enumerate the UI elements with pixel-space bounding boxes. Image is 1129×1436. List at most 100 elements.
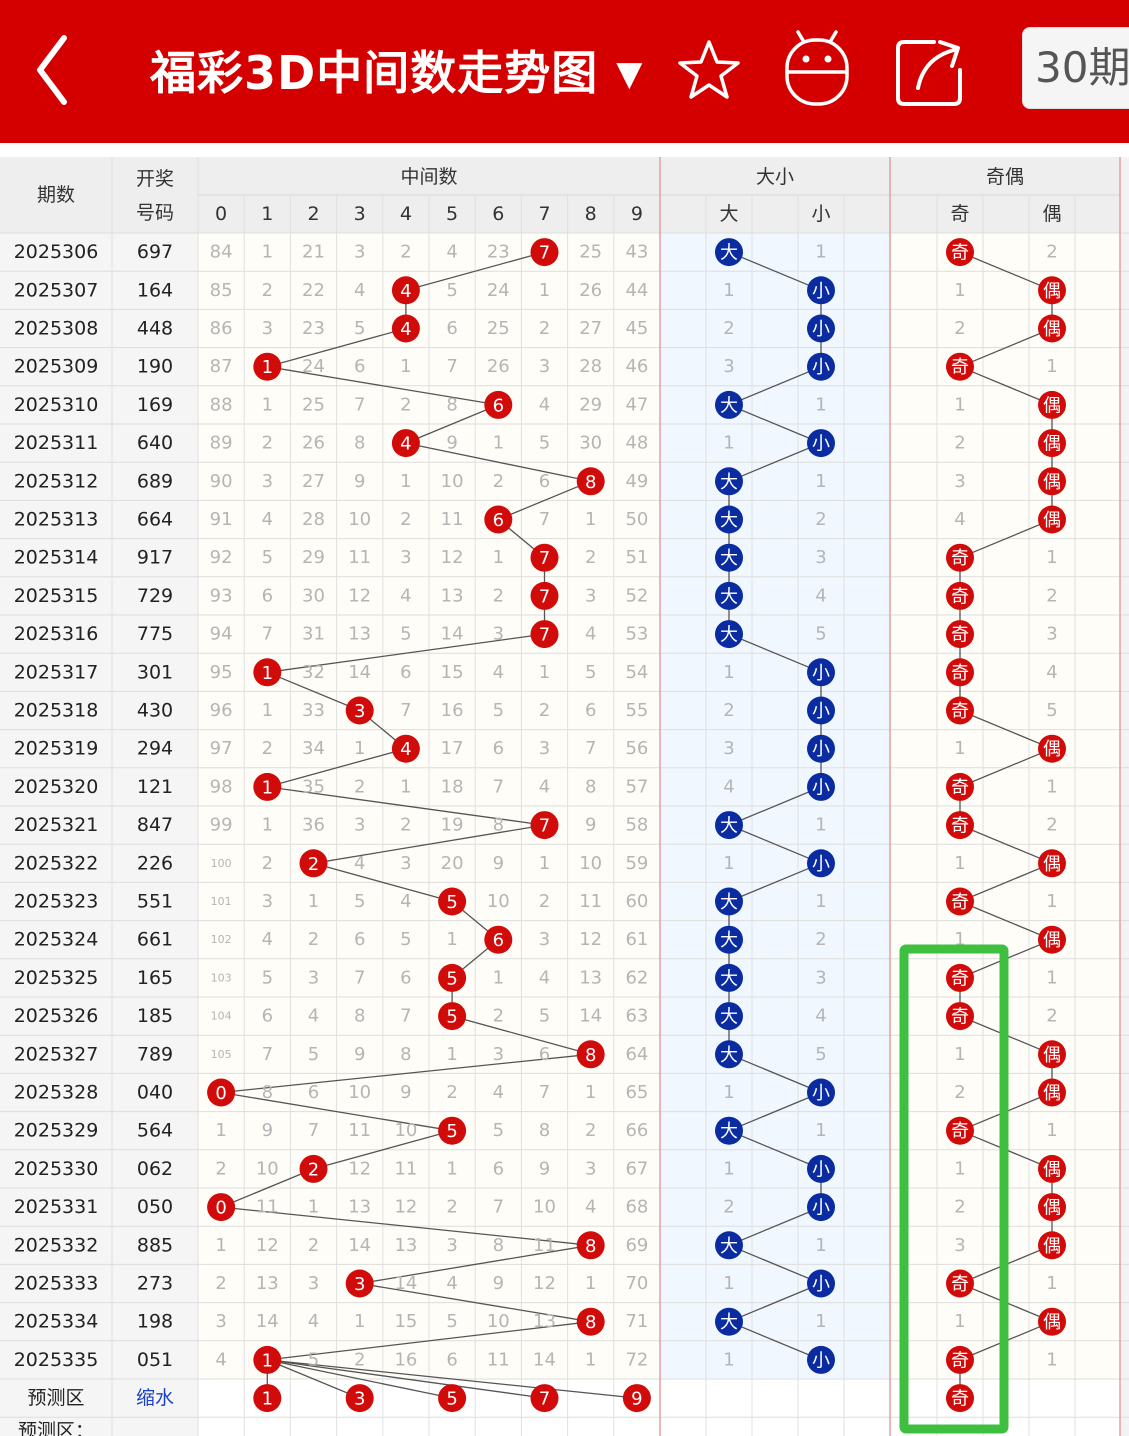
page-title[interactable]: 福彩3D中间数走势图 ▼: [150, 38, 643, 108]
row-period: 2025333: [14, 1273, 99, 1295]
parity-hit-ball: [1038, 1078, 1066, 1107]
row-number: 551: [137, 891, 173, 913]
middle-miss: 9: [400, 1082, 411, 1103]
size-hit-ball-label: 大: [720, 586, 738, 607]
middle-miss: 4: [446, 242, 457, 263]
row-number: 847: [137, 814, 173, 836]
back-arrow-icon[interactable]: [32, 30, 72, 110]
middle-miss: 12: [394, 1197, 417, 1218]
parity-hit-ball-label: 偶: [1043, 472, 1061, 493]
middle-miss: 11: [348, 547, 371, 568]
middle-miss: 1: [585, 1273, 596, 1294]
middle-miss: 1: [400, 356, 411, 377]
middle-miss: 27: [579, 318, 602, 339]
middle-hit-ball-label: 6: [493, 510, 504, 531]
middle-miss: 4: [215, 1349, 226, 1370]
middle-trend-line: [451, 1015, 591, 1055]
middle-miss: 84: [210, 242, 233, 263]
row-period: 2025331: [14, 1196, 99, 1218]
middle-miss: 2: [354, 776, 365, 797]
parity-hit-ball-label: 偶: [1043, 854, 1061, 875]
middle-trend-line: [405, 251, 545, 291]
header-digit-3: 3: [354, 203, 366, 225]
middle-miss: 51: [625, 547, 648, 568]
middle-miss: 1: [400, 776, 411, 797]
middle-miss: 10: [533, 1197, 556, 1218]
middle-miss: 1: [446, 1158, 457, 1179]
row-number: 689: [137, 470, 173, 492]
middle-miss: 1: [539, 280, 550, 301]
middle-miss: 10: [394, 1120, 417, 1141]
middle-trend-line: [267, 748, 407, 788]
size-miss: 1: [723, 1158, 734, 1179]
row-number: 051: [137, 1349, 173, 1371]
row-period: 2025314: [14, 547, 99, 569]
prediction-digit-ball: [253, 1384, 282, 1413]
dropdown-caret-icon[interactable]: ▼: [616, 54, 644, 94]
size-miss: 1: [723, 433, 734, 454]
middle-miss: 2: [215, 1273, 226, 1294]
size-hit-ball: [807, 696, 835, 725]
parity-miss: 2: [954, 433, 965, 454]
middle-miss: 63: [625, 1006, 648, 1027]
period-selector-button[interactable]: 30期: [1022, 27, 1129, 109]
row-number: 050: [137, 1196, 173, 1218]
header-digit-2: 2: [307, 203, 319, 225]
header-digit-1: 1: [261, 203, 273, 225]
middle-miss: 1: [262, 815, 273, 836]
middle-trend-line: [267, 1321, 591, 1361]
size-hit-ball-label: 小: [812, 1350, 830, 1371]
parity-hit-ball: [946, 1002, 974, 1031]
size-miss: 1: [723, 1349, 734, 1370]
middle-miss: 5: [446, 280, 457, 301]
middle-miss: 71: [625, 1311, 648, 1332]
middle-miss: 5: [493, 700, 504, 721]
middle-miss: 5: [539, 433, 550, 454]
size-trend-line: [728, 404, 822, 444]
parity-hit-ball: [946, 696, 974, 725]
middle-miss: 25: [302, 394, 325, 415]
middle-hit-ball: [438, 887, 467, 916]
page-title-text: 福彩3D中间数走势图: [150, 46, 599, 100]
parity-hit-ball: [946, 543, 974, 572]
middle-miss: 3: [539, 929, 550, 950]
middle-miss: 20: [441, 853, 464, 874]
middle-miss: 12: [579, 929, 602, 950]
android-icon[interactable]: [782, 26, 852, 110]
parity-hit-ball: [946, 620, 974, 649]
header-digit-5: 5: [446, 203, 458, 225]
middle-trend-line: [220, 1168, 314, 1208]
middle-miss: 88: [210, 394, 233, 415]
middle-miss: 43: [625, 242, 648, 263]
size-trend-line: [728, 366, 822, 406]
middle-miss: 27: [302, 471, 325, 492]
middle-miss: 1: [354, 738, 365, 759]
header-period: 期数: [37, 184, 75, 206]
middle-miss: 28: [579, 356, 602, 377]
middle-miss: 1: [215, 1235, 226, 1256]
row-period: 2025327: [14, 1043, 99, 1065]
parity-hit-ball: [1038, 734, 1066, 763]
prediction-digit-ball: [622, 1384, 651, 1413]
parity-hit-ball-label: 偶: [1043, 434, 1061, 455]
middle-miss: 1: [585, 1349, 596, 1370]
share-icon[interactable]: [894, 34, 968, 108]
middle-miss: 14: [533, 1349, 556, 1370]
middle-miss: 33: [302, 700, 325, 721]
row-period: 2025324: [14, 929, 99, 951]
middle-miss: 11: [579, 891, 602, 912]
parity-hit-ball: [1038, 467, 1066, 496]
middle-miss: 14: [348, 1235, 371, 1256]
row-number: 789: [137, 1043, 173, 1065]
star-favorite-icon[interactable]: [676, 38, 742, 104]
parity-hit-ball: [1038, 1040, 1066, 1069]
header-group-parity: 奇偶: [986, 166, 1024, 188]
size-miss: 1: [815, 1235, 826, 1256]
row-number: 040: [137, 1082, 173, 1104]
middle-miss: 8: [585, 776, 596, 797]
middle-miss: 4: [493, 662, 504, 683]
middle-miss: 12: [441, 547, 464, 568]
size-hit-ball-label: 小: [812, 1274, 830, 1295]
parity-hit-ball: [946, 1116, 974, 1145]
